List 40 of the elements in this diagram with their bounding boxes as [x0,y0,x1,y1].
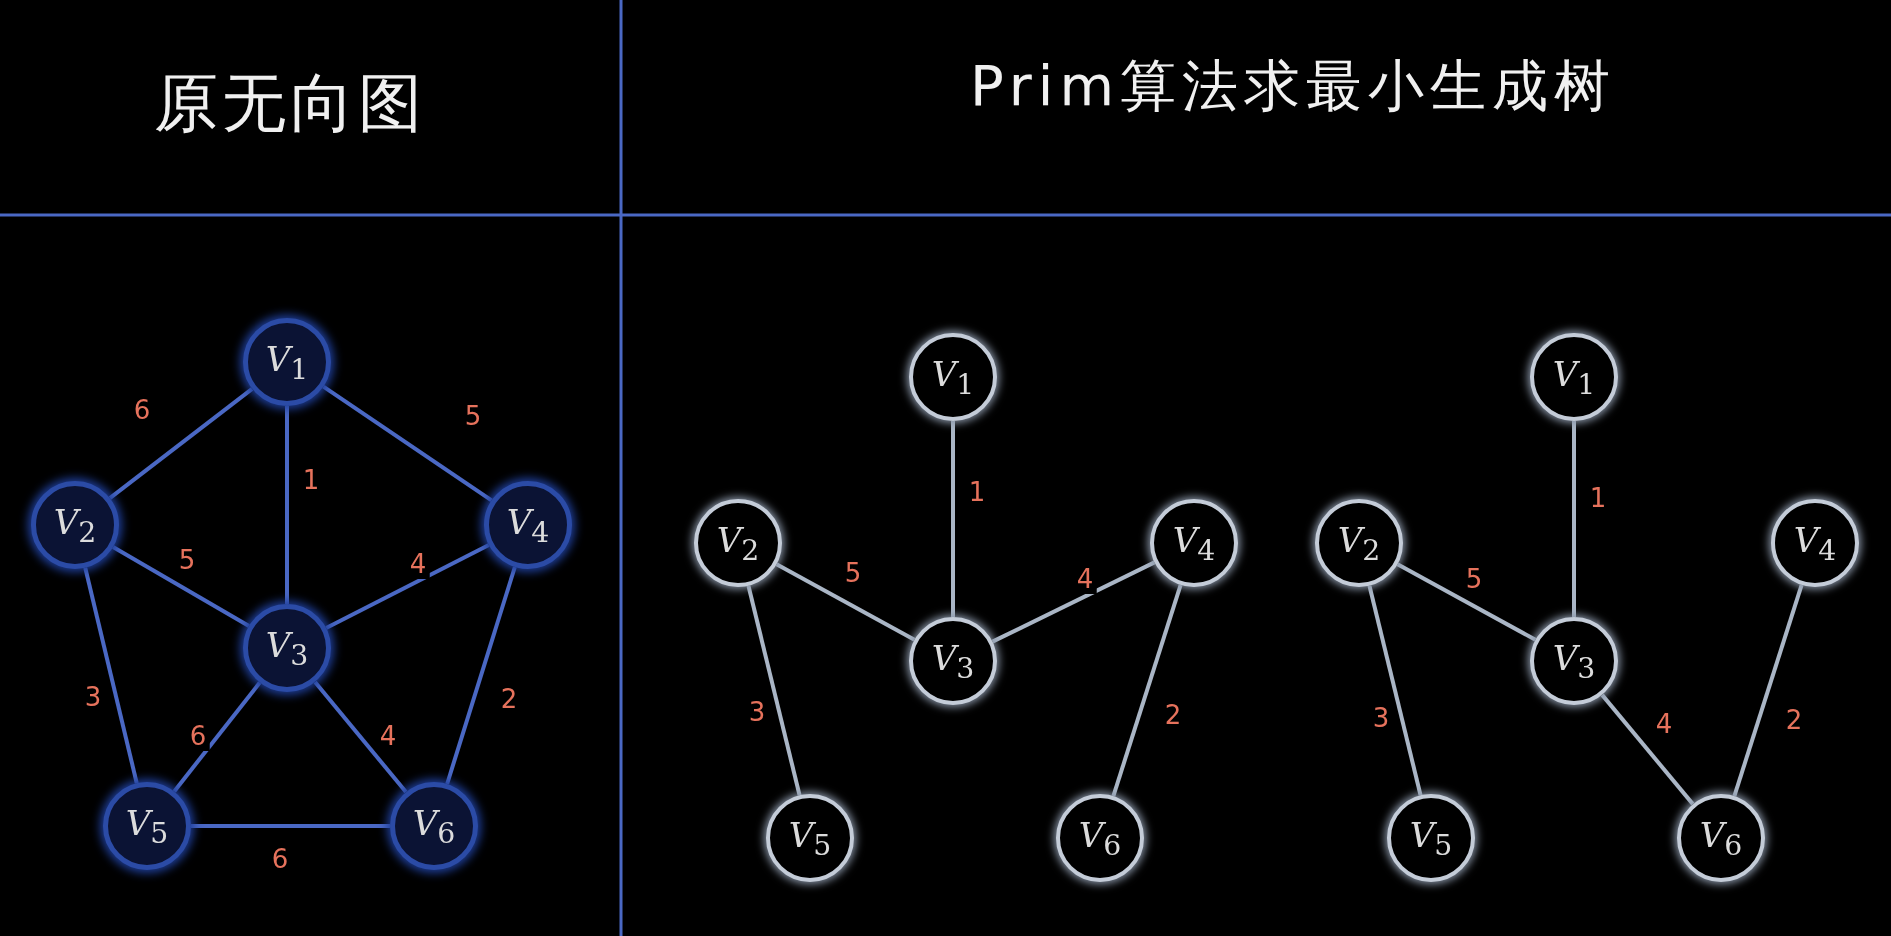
edge-line [83,567,139,784]
vertex-circle: V$_{1}$ [909,333,997,421]
edge-line [1732,584,1804,797]
vertex-circle: V$_{5}$ [766,794,854,882]
vertex-circle: V$_{2}$ [694,499,782,587]
edge-line [991,560,1156,644]
vertex-circle: V$_{5}$ [1387,794,1475,882]
edge-line [322,385,493,502]
edge-line [1367,585,1423,796]
vertex-circle: V$_{4}$ [484,481,572,569]
vertex-circle: V$_{3}$ [1530,617,1618,705]
vertex-circle: V$_{3}$ [909,617,997,705]
edge-line [775,562,916,642]
edge-line [1600,693,1695,806]
vertex-circle: V$_{2}$ [1315,499,1403,587]
vertex-circle: V$_{4}$ [1150,499,1238,587]
vertex-circle: V$_{1}$ [1530,333,1618,421]
edge-line [746,585,802,796]
edge-line [1572,421,1576,617]
edge-line [1396,562,1537,642]
heading: Prim算法求最小生成树 [970,52,1616,120]
heading: 原无向图 [154,64,426,142]
vertex-circle: V$_{4}$ [1771,499,1859,587]
edge-line [108,387,254,500]
vertex-circle: V$_{3}$ [243,604,331,692]
vertex-circle: V$_{6}$ [390,782,478,870]
vertex-circle: V$_{1}$ [243,318,331,406]
edge-line [325,543,490,630]
edge-line [951,421,955,617]
edge-line [112,545,250,628]
vertex-circle: V$_{6}$ [1056,794,1144,882]
edge-line [1111,584,1183,797]
edge-line [313,680,408,794]
vertex-circle: V$_{6}$ [1677,794,1765,882]
edge-line [285,406,289,604]
vertex-circle: V$_{2}$ [31,481,119,569]
edge-line [445,566,517,785]
vertex-circle: V$_{5}$ [103,782,191,870]
edge-line [191,824,390,828]
edge-line [172,681,262,793]
